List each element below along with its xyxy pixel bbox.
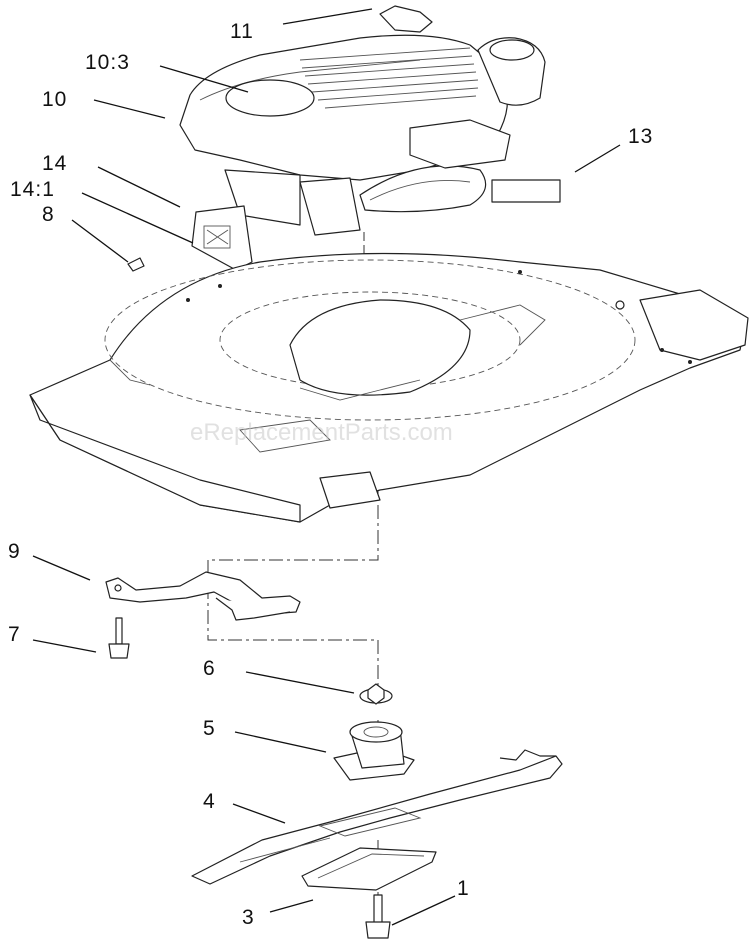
mower-deck [29, 252, 749, 523]
screw-8 [127, 257, 145, 272]
callout-3: 3 [242, 906, 255, 929]
deck-blade-opening [289, 299, 471, 396]
engine-side-housing [299, 177, 361, 236]
callout-11: 11 [230, 20, 254, 43]
watermark: eReplacementParts.com [190, 419, 453, 446]
callout-1: 1 [457, 877, 470, 900]
engine-bracket [191, 205, 253, 271]
engine-top-fitting [379, 5, 433, 33]
leader-lines [32, 8, 621, 926]
blade-bolt [365, 894, 391, 939]
callout-13: 13 [628, 125, 653, 148]
blade [191, 749, 563, 885]
engine-vent-grille [299, 47, 479, 109]
washer-6 [359, 683, 393, 705]
engine-handle-bracket [409, 119, 511, 169]
baffle [105, 571, 301, 621]
callout-10: 10 [42, 88, 67, 111]
callout-14-1: 14:1 [10, 178, 55, 201]
callout-7: 7 [8, 623, 21, 646]
blade-stiffener [301, 847, 437, 891]
label-decal [491, 179, 561, 203]
callout-8: 8 [42, 203, 55, 226]
bolt-7 [108, 617, 130, 659]
engine-cover-panel [225, 79, 315, 117]
callout-14: 14 [42, 152, 67, 175]
fuel-cap [489, 39, 535, 61]
callouts: 11 10:3 10 14 14:1 8 13 9 7 6 5 4 3 1 [8, 20, 653, 929]
blade-adapter [333, 721, 415, 781]
callout-5: 5 [203, 717, 216, 740]
callout-9: 9 [8, 540, 21, 563]
callout-6: 6 [203, 657, 216, 680]
engine [179, 5, 546, 236]
callout-4: 4 [203, 790, 216, 813]
deck-front-bracket [319, 471, 381, 509]
engine-flywheel-guard [359, 165, 487, 213]
callout-10-3: 10:3 [85, 51, 130, 74]
